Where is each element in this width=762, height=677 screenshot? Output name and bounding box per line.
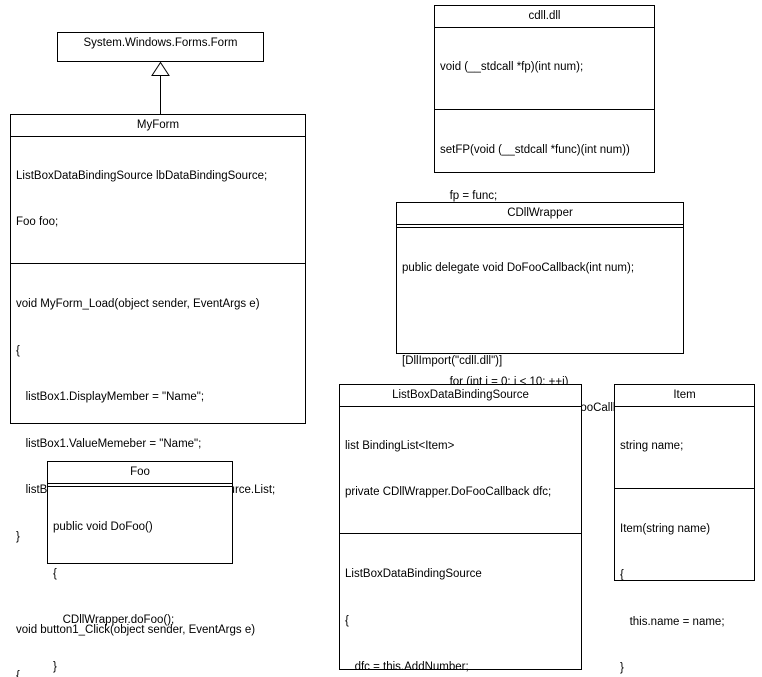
attribute-line: list BindingList<Item> xyxy=(345,440,455,452)
operations-compartment-item: Item(string name) { this.name = name; } … xyxy=(615,489,754,677)
compartment-divider xyxy=(435,108,654,110)
generalization-line-myform-to-form xyxy=(160,75,161,115)
operation-line: listBox1.ValueMemeber = "Name"; xyxy=(16,437,202,450)
operation-line: listBox1.DisplayMember = "Name"; xyxy=(16,391,205,403)
attributes-compartment-item: string name; xyxy=(615,407,754,488)
attribute-line: private CDllWrapper.DoFooCallback dfc; xyxy=(345,485,552,498)
compartment-divider xyxy=(340,533,581,534)
compartment-divider xyxy=(435,27,654,28)
operation-line: void MyForm_Load(object sender, EventArg… xyxy=(16,298,260,310)
operation-line: } xyxy=(620,662,624,674)
compartment-divider xyxy=(615,487,754,489)
compartment-divider xyxy=(340,406,581,407)
compartment-divider xyxy=(11,136,305,137)
operation-line: Item(string name) xyxy=(620,522,711,535)
compartment-divider xyxy=(615,406,754,407)
operation-line: void button1_Click(object sender, EventA… xyxy=(16,623,256,636)
class-title-item: Item xyxy=(673,389,696,401)
operation-line: setFP(void (__stdcall *func)(int num)) xyxy=(440,143,630,156)
operation-line: [DllImport("cdll.dll")] xyxy=(402,355,503,367)
attribute-line: void (__stdcall *fp)(int num); xyxy=(440,61,584,73)
attribute-line: ListBoxDataBindingSource lbDataBindingSo… xyxy=(16,170,268,182)
compartment-divider xyxy=(11,263,305,264)
class-box-system-windows-forms-form[interactable]: System.Windows.Forms.Form xyxy=(57,32,264,62)
class-title-foo: Foo xyxy=(130,466,150,478)
operation-line: this.name = name; xyxy=(620,615,725,628)
class-title-cdll-dll: cdll.dll xyxy=(528,10,561,22)
operation-line: CDllWrapper.doFoo(); xyxy=(53,614,175,626)
class-title-myform: MyForm xyxy=(136,119,180,131)
operation-line xyxy=(402,308,683,324)
attribute-line: Foo foo; xyxy=(16,215,59,228)
operations-compartment-listboxdatabindingsource: ListBoxDataBindingSource { dfc = this.Ad… xyxy=(340,534,581,677)
compartment-divider xyxy=(48,483,232,487)
operation-line: dfc = this.AddNumber; xyxy=(345,661,469,673)
operation-line: fp = func; xyxy=(440,190,498,202)
attributes-compartment-cdll-dll: void (__stdcall *fp)(int num); xyxy=(435,28,654,109)
operation-line: { xyxy=(53,567,57,580)
class-title-listboxdatabindingsource: ListBoxDataBindingSource xyxy=(392,389,529,401)
operation-line: ListBoxDataBindingSource xyxy=(345,568,482,580)
class-box-foo[interactable]: Foo public void DoFoo() { CDllWrapper.do… xyxy=(47,461,233,673)
operation-line: public void DoFoo() xyxy=(53,521,153,533)
operation-line: { xyxy=(16,344,20,357)
operation-line: } xyxy=(16,530,20,543)
operations-compartment-foo: public void DoFoo() { CDllWrapper.doFoo(… xyxy=(48,487,232,677)
operation-line: { xyxy=(345,614,349,627)
attributes-compartment-myform: ListBoxDataBindingSource lbDataBindingSo… xyxy=(11,137,305,263)
class-title-system-windows-forms-form: System.Windows.Forms.Form xyxy=(83,37,238,49)
operation-line: public delegate void DoFooCallback(int n… xyxy=(402,262,635,274)
attribute-line: string name; xyxy=(620,440,684,452)
class-box-item[interactable]: Item string name; Item(string name) { th… xyxy=(614,384,755,674)
class-box-cdll-dll[interactable]: cdll.dll void (__stdcall *fp)(int num); … xyxy=(434,5,655,435)
class-box-listboxdatabindingsource[interactable]: ListBoxDataBindingSource list BindingLis… xyxy=(339,384,582,673)
operation-line: { xyxy=(620,569,624,581)
generalization-arrow-hollow-triangle xyxy=(151,62,170,76)
class-box-myform[interactable]: MyForm ListBoxDataBindingSource lbDataBi… xyxy=(10,114,306,677)
compartment-divider xyxy=(397,224,683,228)
attributes-compartment-listboxdatabindingsource: list BindingList<Item> private CDllWrapp… xyxy=(340,407,581,533)
operation-line: { xyxy=(16,670,20,677)
class-box-cdllwrapper[interactable]: CDllWrapper public delegate void DoFooCa… xyxy=(396,202,684,553)
operation-line: } xyxy=(53,660,57,673)
class-title-cdllwrapper: CDllWrapper xyxy=(507,207,573,219)
